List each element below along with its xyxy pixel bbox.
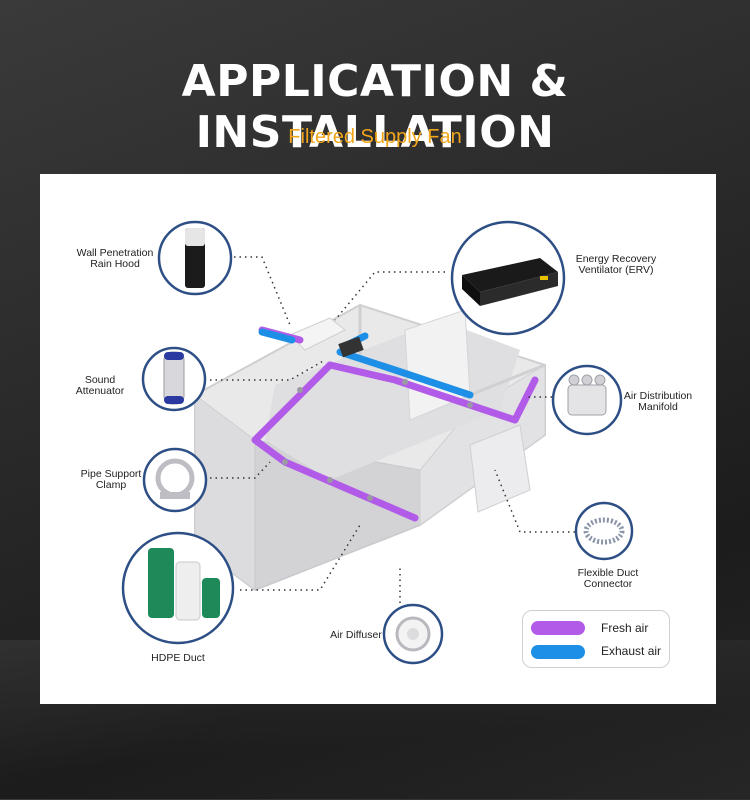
leader-lines: [210, 256, 575, 625]
page-title: APPLICATION & INSTALLATION: [181, 56, 569, 158]
label-pipe-clamp: Pipe Support Clamp: [80, 468, 142, 491]
legend-fresh-swatch: [531, 621, 585, 635]
callout-air-diffuser: [382, 603, 444, 665]
callout-pipe-clamp: [142, 447, 208, 513]
label-manifold: Air Distribution Manifold: [623, 390, 693, 413]
callout-sound-attenuator: [141, 346, 207, 412]
legend-fresh-label: Fresh air: [601, 621, 649, 635]
legend-exhaust-swatch: [531, 645, 585, 659]
label-air-diffuser: Air Diffuser: [330, 629, 382, 641]
legend-exhaust-label: Exhaust air: [601, 644, 662, 658]
label-sound-attenuator: Sound Attenuator: [75, 374, 125, 397]
callout-erv: [450, 220, 566, 336]
duct-joints: [282, 379, 473, 501]
page-subtitle: Filtered Supply Fan: [288, 126, 462, 148]
house-floorplan: [194, 303, 546, 592]
label-hdpe-duct: HDPE Duct: [151, 652, 205, 664]
label-wall-penetration: Wall Penetration Rain Hood: [76, 247, 154, 270]
label-flexible-duct: Flexible Duct Connector: [577, 567, 639, 590]
erv-unit-in-house: [338, 336, 364, 358]
callout-manifold: [551, 364, 623, 436]
callout-rain-hood: [157, 220, 233, 296]
label-erv: Energy Recovery Ventilator (ERV): [575, 253, 657, 276]
callout-hdpe-duct: [121, 531, 235, 645]
callout-flexible-duct: [574, 501, 634, 561]
legend: Fresh air Exhaust air: [522, 610, 670, 668]
